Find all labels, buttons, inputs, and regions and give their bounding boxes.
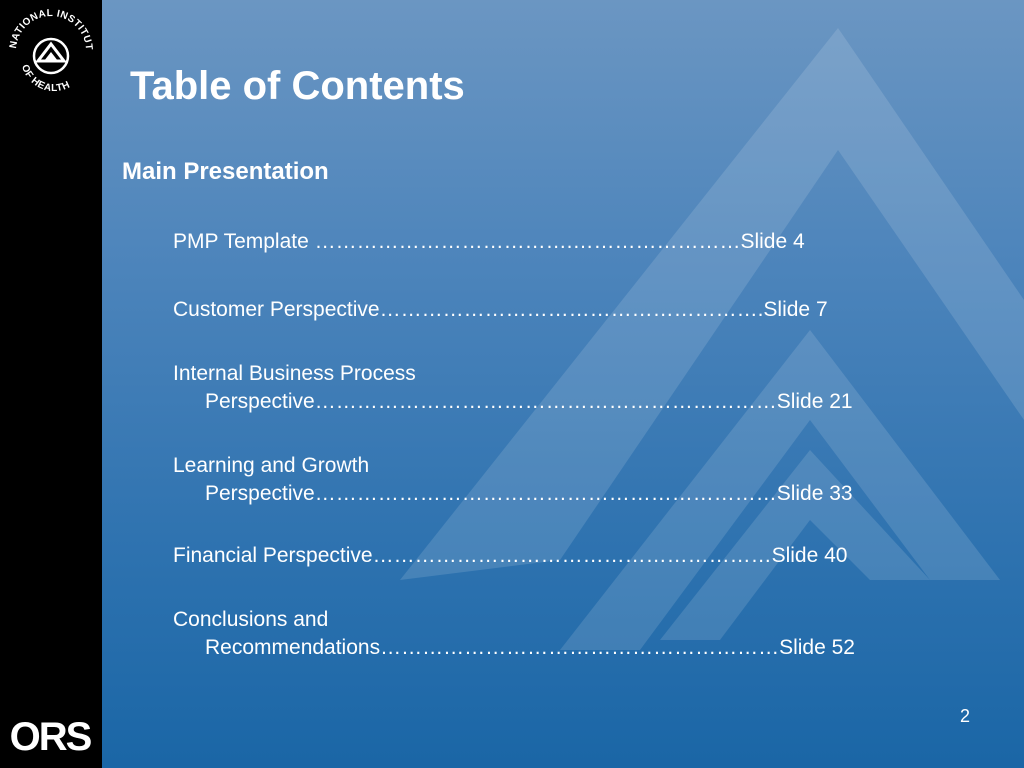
ors-logo-icon: ORS (10, 715, 92, 758)
toc-entry-financial-perspective: Financial Perspective…………………………………………………… (173, 542, 847, 570)
toc-entry-line: Financial Perspective…………………………………………………… (173, 544, 848, 567)
toc-entry-line: Recommendations…………………………………………………Slide … (205, 636, 855, 659)
slide-title: Table of Contents (130, 64, 465, 108)
toc-entry-line: Customer Perspective……………………………………………….S… (173, 298, 828, 321)
svg-text:ORS: ORS (10, 715, 92, 758)
page-number: 2 (959, 706, 970, 726)
toc-entry-line: PMP Template ……………………………….……………………Slide … (173, 230, 805, 253)
toc-entry-line: Conclusions and (173, 608, 329, 631)
toc-entry-line: Internal Business Process (173, 362, 416, 385)
toc-entry-line: Perspective…………………………………………………………Slide 2… (205, 390, 853, 413)
toc-entry-customer-perspective: Customer Perspective……………………………………………….S… (173, 296, 828, 324)
nih-logo-icon: NATIONAL INSTITUTES OF HEALTH (8, 8, 94, 94)
toc-entry-line: Perspective…………………………………………………………Slide 3… (205, 482, 853, 505)
toc-entry-conclusions-and-recommendations: Conclusions and Recommendations………………………… (173, 606, 855, 662)
toc-entry-learning-and-growth: Learning and Growth Perspective………………………… (173, 452, 853, 508)
toc-entry-internal-business-process: Internal Business Process Perspective………… (173, 360, 853, 416)
toc-entry-pmp-template: PMP Template ……………………………….……………………Slide … (173, 228, 805, 256)
toc-entry-line: Learning and Growth (173, 454, 370, 477)
sidebar (0, 0, 102, 768)
section-heading: Main Presentation (122, 158, 329, 185)
